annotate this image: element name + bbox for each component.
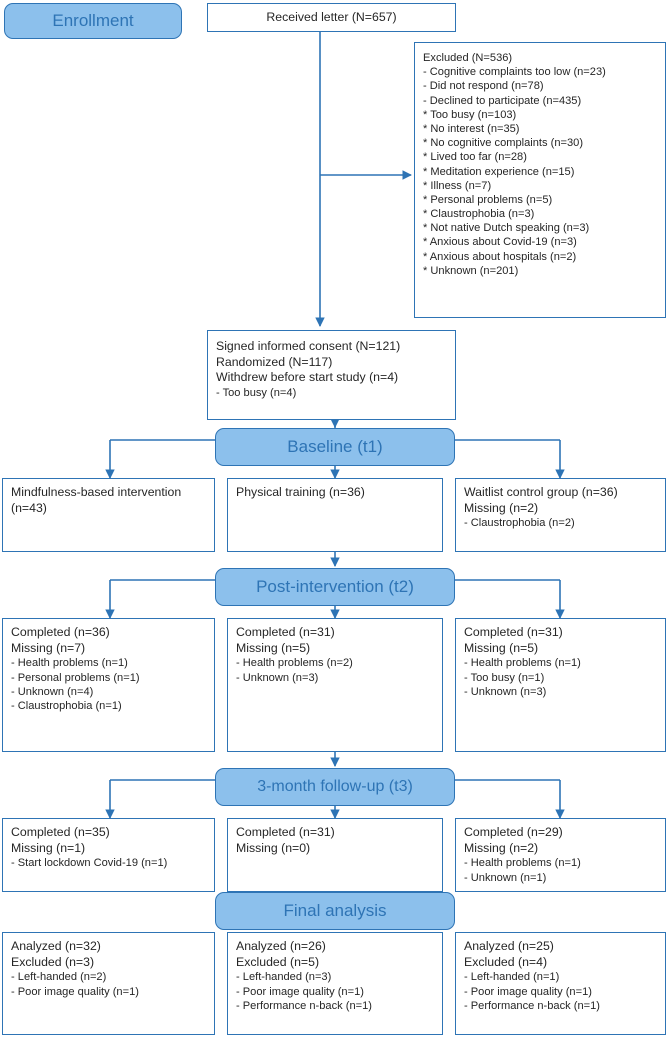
final-mbi-line-3: - Left-handed (n=2) — [11, 971, 107, 984]
node-t2-mindfulness: Completed (n=36) Missing (n=7) - Health … — [2, 618, 215, 752]
excluded-line-6: * No interest (n=35) — [423, 122, 520, 135]
node-t2-physical-training: Completed (n=31) Missing (n=5) - Health … — [227, 618, 443, 752]
node-final-mindfulness: Analyzed (n=32) Excluded (n=3) - Left-ha… — [2, 932, 215, 1035]
t2-mbi-line-2: Missing (n=7) — [11, 640, 86, 655]
consent-line-1: Signed informed consent (N=121) — [216, 339, 401, 353]
excluded-line-3: - Did not respond (n=78) — [423, 80, 544, 93]
t3-pt-line-1: Completed (n=31) — [236, 825, 335, 839]
t2-mbi-line-1: Completed (n=36) — [11, 625, 110, 639]
t2-mbi-line-5: - Unknown (n=4) — [11, 685, 94, 698]
stage-followup-label: 3-month follow-up (t3) — [257, 778, 413, 795]
excluded-line-5: * Too busy (n=103) — [423, 108, 517, 121]
t2-wl-line-4: - Too busy (n=1) — [464, 671, 545, 684]
excluded-line-14: * Anxious about Covid-19 (n=3) — [423, 236, 577, 249]
node-consent: Signed informed consent (N=121) Randomiz… — [207, 330, 456, 420]
node-baseline-physical-training: Physical training (n=36) — [227, 478, 443, 552]
node-final-physical-training: Analyzed (n=26) Excluded (n=5) - Left-ha… — [227, 932, 443, 1035]
final-mbi-line-4: - Poor image quality (n=1) — [11, 985, 139, 998]
node-baseline-mindfulness: Mindfulness-based intervention (n=43) — [2, 478, 215, 552]
stage-post-intervention: Post-intervention (t2) — [215, 568, 455, 606]
t3-mbi-line-1: Completed (n=35) — [11, 825, 110, 839]
node-t3-mindfulness: Completed (n=35) Missing (n=1) - Start l… — [2, 818, 215, 892]
node-t2-waitlist: Completed (n=31) Missing (n=5) - Health … — [455, 618, 666, 752]
final-pt-line-4: - Poor image quality (n=1) — [236, 985, 364, 998]
stage-enrollment-label: Enrollment — [52, 11, 134, 30]
t3-wl-line-1: Completed (n=29) — [464, 825, 563, 839]
excluded-line-15: * Anxious about hospitals (n=2) — [423, 250, 577, 263]
stage-final-analysis: Final analysis — [215, 892, 455, 930]
t2-pt-line-4: - Unknown (n=3) — [236, 671, 319, 684]
final-pt-line-2: Excluded (n=5) — [236, 954, 320, 969]
t3-mbi-line-2: Missing (n=1) — [11, 840, 86, 855]
excluded-line-2: - Cognitive complaints too low (n=23) — [423, 66, 606, 79]
node-t3-physical-training: Completed (n=31) Missing (n=0) — [227, 818, 443, 892]
node-excluded: Excluded (N=536) - Cognitive complaints … — [414, 42, 666, 318]
t3-mbi-line-3: - Start lockdown Covid-19 (n=1) — [11, 857, 168, 870]
excluded-line-10: * Illness (n=7) — [423, 179, 492, 192]
t2-mbi-line-4: - Personal problems (n=1) — [11, 671, 140, 684]
t2-wl-line-3: - Health problems (n=1) — [464, 657, 581, 670]
excluded-line-16: * Unknown (n=201) — [423, 264, 519, 277]
final-mbi-line-1: Analyzed (n=32) — [11, 939, 101, 953]
final-pt-line-3: - Left-handed (n=3) — [236, 971, 332, 984]
t3-wl-line-2: Missing (n=2) — [464, 840, 539, 855]
final-wl-line-5: - Performance n-back (n=1) — [464, 999, 600, 1012]
t2-pt-line-1: Completed (n=31) — [236, 625, 335, 639]
t2-mbi-line-3: - Health problems (n=1) — [11, 657, 128, 670]
excluded-line-9: * Meditation experience (n=15) — [423, 165, 575, 178]
stage-post-intervention-label: Post-intervention (t2) — [256, 577, 414, 596]
final-wl-line-3: - Left-handed (n=1) — [464, 971, 560, 984]
final-mbi-line-2: Excluded (n=3) — [11, 954, 95, 969]
t3-wl-line-3: - Health problems (n=1) — [464, 857, 581, 870]
t2-wl-line-2: Missing (n=5) — [464, 640, 539, 655]
t2-wl-line-5: - Unknown (n=3) — [464, 685, 547, 698]
t2-mbi-line-6: - Claustrophobia (n=1) — [11, 700, 122, 713]
consent-line-3: Withdrew before start study (n=4) — [216, 370, 399, 385]
stage-baseline: Baseline (t1) — [215, 428, 455, 466]
node-final-waitlist: Analyzed (n=25) Excluded (n=4) - Left-ha… — [455, 932, 666, 1035]
consent-line-2: Randomized (N=117) — [216, 354, 333, 369]
stage-enrollment: Enrollment — [4, 3, 182, 39]
excluded-line-8: * Lived too far (n=28) — [423, 151, 527, 164]
node-received-letter: Received letter (N=657) — [207, 3, 456, 32]
baseline-pt-line-1: Physical training (n=36) — [236, 485, 365, 499]
stage-baseline-label: Baseline (t1) — [287, 437, 383, 456]
node-baseline-waitlist: Waitlist control group (n=36) Missing (n… — [455, 478, 666, 552]
baseline-wl-line-1: Waitlist control group (n=36) — [464, 485, 618, 499]
excluded-line-1: Excluded (N=536) — [423, 52, 513, 64]
baseline-mbi-line-1: Mindfulness-based intervention — [11, 485, 182, 499]
excluded-line-4: - Declined to participate (n=435) — [423, 94, 582, 107]
stage-three-month-followup: 3-month follow-up (t3) — [215, 768, 455, 806]
t2-wl-line-1: Completed (n=31) — [464, 625, 563, 639]
node-t3-waitlist: Completed (n=29) Missing (n=2) - Health … — [455, 818, 666, 892]
baseline-mbi-line-2: (n=43) — [11, 500, 47, 515]
baseline-wl-line-2: Missing (n=2) — [464, 500, 539, 515]
final-wl-line-2: Excluded (n=4) — [464, 954, 548, 969]
final-pt-line-5: - Performance n-back (n=1) — [236, 999, 372, 1012]
t3-wl-line-4: - Unknown (n=1) — [464, 871, 547, 884]
excluded-line-11: * Personal problems (n=5) — [423, 193, 553, 206]
t2-pt-line-2: Missing (n=5) — [236, 640, 311, 655]
baseline-wl-line-3: - Claustrophobia (n=2) — [464, 517, 575, 530]
stage-final-analysis-label: Final analysis — [283, 901, 387, 920]
excluded-line-13: * Not native Dutch speaking (n=3) — [423, 222, 590, 235]
final-wl-line-1: Analyzed (n=25) — [464, 939, 554, 953]
excluded-line-7: * No cognitive complaints (n=30) — [423, 137, 584, 150]
final-pt-line-1: Analyzed (n=26) — [236, 939, 326, 953]
t2-pt-line-3: - Health problems (n=2) — [236, 657, 353, 670]
consent-line-4: - Too busy (n=4) — [216, 387, 297, 400]
final-wl-line-4: - Poor image quality (n=1) — [464, 985, 592, 998]
excluded-line-12: * Claustrophobia (n=3) — [423, 208, 535, 221]
t3-pt-line-2: Missing (n=0) — [236, 840, 311, 855]
received-letter-line-1: Received letter (N=657) — [266, 9, 397, 24]
